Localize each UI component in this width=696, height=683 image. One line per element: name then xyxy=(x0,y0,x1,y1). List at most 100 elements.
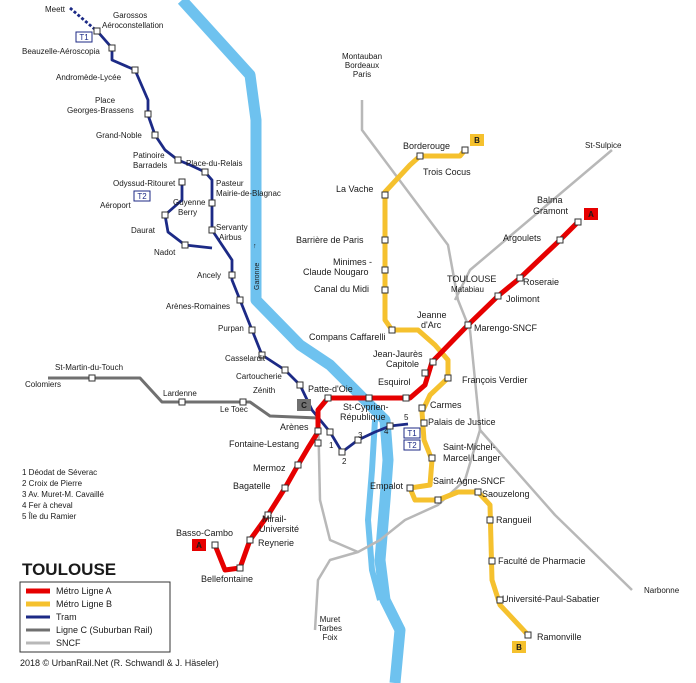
destination-north-1: Montauban xyxy=(342,52,382,61)
station-label-minimes: Minimes - xyxy=(333,257,372,267)
station-marker xyxy=(418,404,426,412)
station-label-compans: Compans Caffarelli xyxy=(309,332,385,342)
station-marker xyxy=(421,369,429,377)
station-marker xyxy=(151,131,159,139)
station-marker xyxy=(144,110,152,118)
station-marker xyxy=(388,326,396,334)
station-label-trois-cocus: Trois Cocus xyxy=(423,167,471,177)
legend-label-suburban: Ligne C (Suburban Rail) xyxy=(56,625,153,635)
station-label-daurat: Daurat xyxy=(131,226,156,235)
junction-number-4: 4 xyxy=(384,427,389,436)
line-b-badge-borderouge xyxy=(470,134,484,146)
station-marker xyxy=(381,286,389,294)
station-label-st-cyprien: St-Cyprien- xyxy=(343,402,389,412)
station-label-jeanne-darc-2: d'Arc xyxy=(421,320,442,330)
station-label-marengo: Marengo-SNCF xyxy=(474,323,538,333)
station-label-beauzelle: Beauzelle-Aéroscopia xyxy=(22,47,100,56)
station-marker xyxy=(281,366,289,374)
station-marker xyxy=(228,271,236,279)
station-label-zenith: Zénith xyxy=(253,386,275,395)
station-marker xyxy=(556,236,564,244)
station-marker xyxy=(444,374,452,382)
legend-label-line-a: Métro Ligne A xyxy=(56,586,112,596)
station-label-meett: Meett xyxy=(45,5,66,14)
sncf-south-line xyxy=(313,429,482,631)
destination-st-sulpice: St-Sulpice xyxy=(585,141,622,150)
garonne-main-channel xyxy=(177,0,406,683)
line-a-badge-balma xyxy=(584,208,598,220)
line-c-badge-text: C xyxy=(301,401,307,410)
station-marker xyxy=(434,496,442,504)
station-marker xyxy=(108,44,116,52)
station-marker xyxy=(524,631,532,639)
station-label-pasteur-2: Mairie-de-Blagnac xyxy=(216,189,281,198)
destination-south-2: Tarbes xyxy=(318,624,342,633)
station-label-nadot: Nadot xyxy=(154,248,176,257)
station-marker xyxy=(381,266,389,274)
station-label-patinoire: Patinoire xyxy=(133,151,165,160)
footnote-item: 3 Av. Muret-M. Cavaillé xyxy=(22,490,105,499)
station-marker xyxy=(181,241,189,249)
line-a-badge-basso-text: A xyxy=(196,541,202,550)
station-marker xyxy=(386,422,394,430)
station-label-cartoucherie: Cartoucherie xyxy=(236,372,282,381)
footnote-item: 1 Déodat de Séverac xyxy=(22,468,97,477)
junction-numbers: 1 2 3 4 5 xyxy=(329,413,409,466)
station-marker xyxy=(211,541,219,549)
line-b-badge-ramonville xyxy=(512,641,526,653)
legend-label-tram: Tram xyxy=(56,612,77,622)
station-marker xyxy=(314,439,322,447)
destination-south-3: Foix xyxy=(322,633,337,642)
station-label-palais-justice: Palais de Justice xyxy=(428,417,496,427)
station-label-jeanne-darc: Jeanne xyxy=(417,310,447,320)
station-marker xyxy=(131,66,139,74)
line-c-route xyxy=(48,376,319,420)
station-marker xyxy=(338,448,346,456)
station-marker xyxy=(208,226,216,234)
station-label-faculte: Faculté de Pharmacie xyxy=(498,556,586,566)
tram-t2-badge-south-text: T2 xyxy=(407,441,417,450)
station-marker xyxy=(416,152,424,160)
station-label-capitole: Jean-Jaurès xyxy=(373,349,423,359)
station-label-saouzelong: Saouzelong xyxy=(482,489,530,499)
sncf-north-line xyxy=(360,100,472,331)
station-marker xyxy=(236,564,244,572)
station-marker xyxy=(258,351,266,359)
tram-t1-badge-south-text: T1 xyxy=(407,429,417,438)
station-markers xyxy=(88,27,582,639)
legend: Métro Ligne A Métro Ligne B Tram Ligne C… xyxy=(19,581,171,653)
station-label-borderouge: Borderouge xyxy=(403,141,450,151)
line-a-badge-balma-text: A xyxy=(588,210,594,219)
station-label-garossos-2: Aéroconstellation xyxy=(102,21,163,30)
destination-north-3: Paris xyxy=(353,70,371,79)
station-label-st-agne: Saint-Agne-SNCF xyxy=(433,476,506,486)
station-label-purpan: Purpan xyxy=(218,324,244,333)
footnote-item: 2 Croix de Pierre xyxy=(22,479,83,488)
station-marker xyxy=(429,358,437,366)
station-labels: Meett Garossos Aéroconstellation Beauzel… xyxy=(22,5,600,642)
destination-narbonne: Narbonne xyxy=(644,586,680,595)
tram-t1-route xyxy=(96,31,409,454)
station-marker xyxy=(354,436,362,444)
station-marker xyxy=(296,381,304,389)
station-label-st-cyprien-2: République xyxy=(340,412,386,422)
river-garonne xyxy=(177,0,406,683)
line-b-badge-borderouge-text: B xyxy=(474,136,480,145)
station-label-carmes: Carmes xyxy=(430,400,462,410)
station-marker xyxy=(178,398,186,406)
station-marker xyxy=(161,211,169,219)
station-marker xyxy=(474,488,482,496)
footnote-item: 4 Fer à cheval xyxy=(22,501,73,510)
map-title: TOULOUSE xyxy=(22,560,116,579)
junction-number-2: 2 xyxy=(342,457,347,466)
station-marker xyxy=(174,156,182,164)
junction-number-5: 5 xyxy=(404,413,409,422)
line-c-badge xyxy=(297,399,311,411)
station-label-empalot: Empalot xyxy=(370,481,404,491)
station-label-place-gb-2: Georges-Brassens xyxy=(67,106,134,115)
line-c-suburban xyxy=(48,376,319,420)
tram-t2-route xyxy=(163,182,213,250)
tram-t1-badge-south xyxy=(403,427,421,439)
station-marker xyxy=(496,596,504,604)
